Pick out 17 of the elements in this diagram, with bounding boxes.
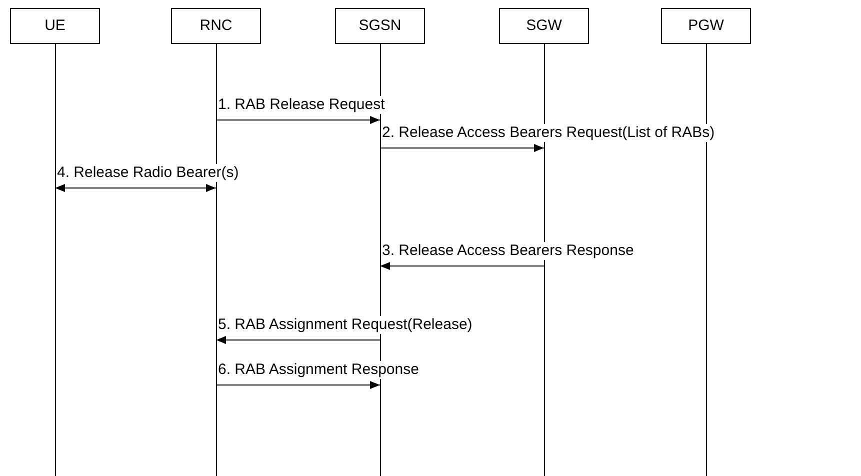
message-label: 3. Release Access Bearers Response xyxy=(382,242,634,260)
participant-box: RNC xyxy=(171,8,261,44)
message-label: 5. RAB Assignment Request(Release) xyxy=(218,316,472,334)
message-label: 2. Release Access Bearers Request(List of RABs) xyxy=(382,124,715,142)
message-label: 4. Release Radio Bearer(s) xyxy=(57,164,239,182)
participant-box: SGW xyxy=(499,8,589,44)
message-label: 6. RAB Assignment Response xyxy=(218,361,419,379)
message-arrow xyxy=(380,144,544,152)
message-arrow xyxy=(54,184,216,192)
message-arrow xyxy=(216,381,380,389)
message-arrow xyxy=(380,262,544,270)
participant-box: UE xyxy=(10,8,100,44)
participant-box: PGW xyxy=(661,8,751,44)
message-label: 1. RAB Release Request xyxy=(218,96,385,114)
message-arrow xyxy=(216,336,380,344)
message-arrow xyxy=(216,116,380,124)
participant-box: SGSN xyxy=(335,8,425,44)
